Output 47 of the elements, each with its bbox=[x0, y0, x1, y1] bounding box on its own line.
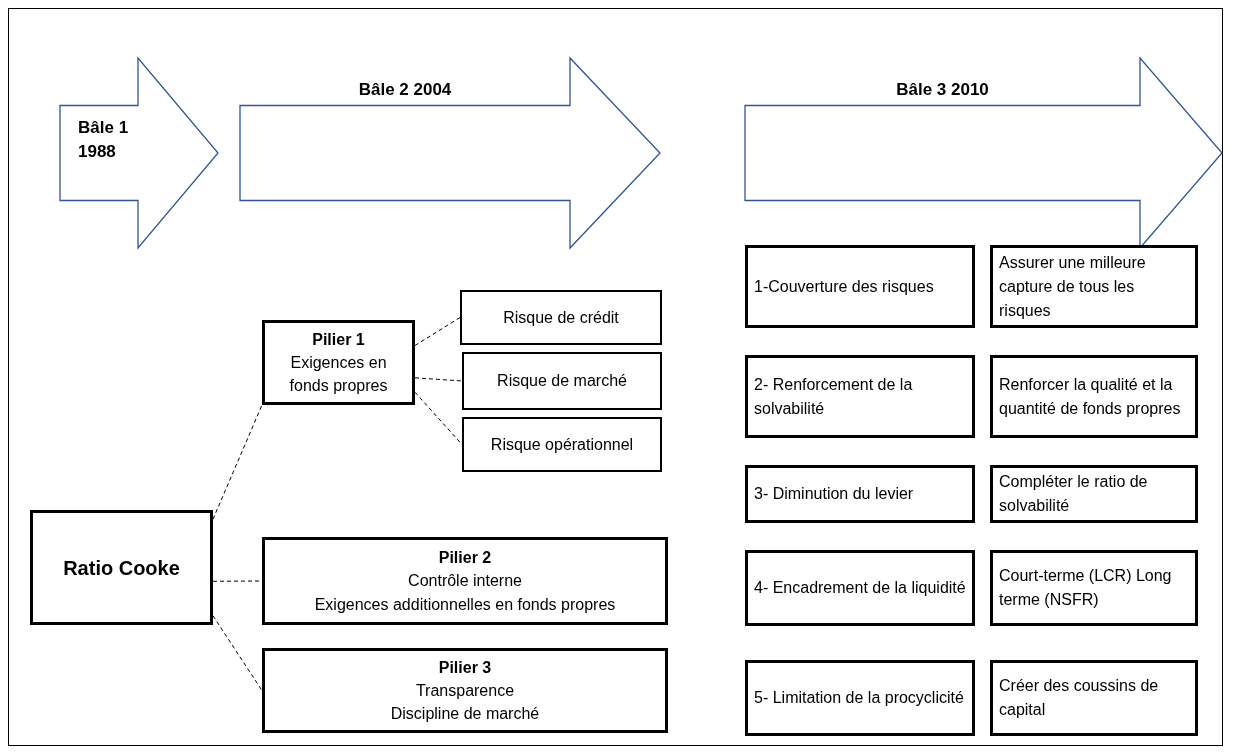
text-box bbox=[990, 660, 1198, 736]
text-box bbox=[745, 660, 975, 736]
box-text: Exigences en fonds propres bbox=[288, 352, 389, 397]
box-text: 4- Encadrement de la liquidité bbox=[754, 578, 966, 598]
box-text: 1-Couverture des risques bbox=[754, 276, 935, 297]
text-box bbox=[462, 352, 662, 410]
connector-line bbox=[414, 391, 463, 445]
text-box bbox=[990, 550, 1198, 626]
box-text: 5- Limitation de la procyclicité bbox=[754, 688, 965, 708]
box-text: Créer des coussins de capital bbox=[999, 676, 1160, 720]
box-text: 2- Renforcement de la solvabilité bbox=[754, 374, 914, 419]
text-box bbox=[462, 417, 662, 472]
box-text: Discipline de marché bbox=[389, 704, 541, 725]
text-box bbox=[990, 245, 1198, 328]
text-box bbox=[745, 355, 975, 438]
connector-line bbox=[414, 377, 463, 382]
text-box bbox=[745, 465, 975, 523]
text-box bbox=[262, 320, 415, 405]
period-label: Bâle 1 1988 bbox=[78, 116, 130, 164]
period-label: Bâle 3 2010 bbox=[895, 78, 990, 101]
box-text: Assurer une milleure capture de tous les risques bbox=[999, 252, 1147, 321]
text-box bbox=[460, 290, 662, 345]
box-text: Risque de marché bbox=[496, 371, 628, 391]
box-text: Exigences additionnelles en fonds propres bbox=[313, 594, 617, 615]
text-box bbox=[990, 355, 1198, 438]
text-box bbox=[30, 510, 213, 625]
period-label: Bâle 2 2004 bbox=[357, 78, 453, 101]
box-text: Ratio Cooke bbox=[62, 555, 181, 581]
box-text: Compléter le ratio de solvabilité bbox=[999, 472, 1149, 516]
box-heading: Pilier 3 bbox=[437, 657, 493, 678]
box-text: Court-terme (LCR) Long terme (NSFR) bbox=[999, 566, 1173, 610]
connector-line bbox=[414, 317, 461, 346]
connector-line bbox=[212, 615, 263, 691]
text-box bbox=[990, 465, 1198, 523]
box-text: Transparence bbox=[414, 680, 516, 701]
box-heading: Pilier 2 bbox=[437, 548, 493, 569]
box-heading: Pilier 1 bbox=[311, 329, 366, 350]
box-text: 3- Diminution du levier bbox=[754, 484, 915, 504]
text-box bbox=[745, 550, 975, 626]
text-box bbox=[262, 537, 668, 625]
text-box bbox=[745, 245, 975, 328]
text-box bbox=[262, 648, 668, 733]
box-text: Risque opérationnel bbox=[489, 434, 635, 455]
box-text: Risque de crédit bbox=[502, 307, 620, 328]
box-text: Renforcer la qualité et la quantité de fonds propres bbox=[999, 374, 1182, 419]
box-text: Contrôle interne bbox=[407, 571, 523, 592]
connector-line bbox=[212, 404, 263, 520]
